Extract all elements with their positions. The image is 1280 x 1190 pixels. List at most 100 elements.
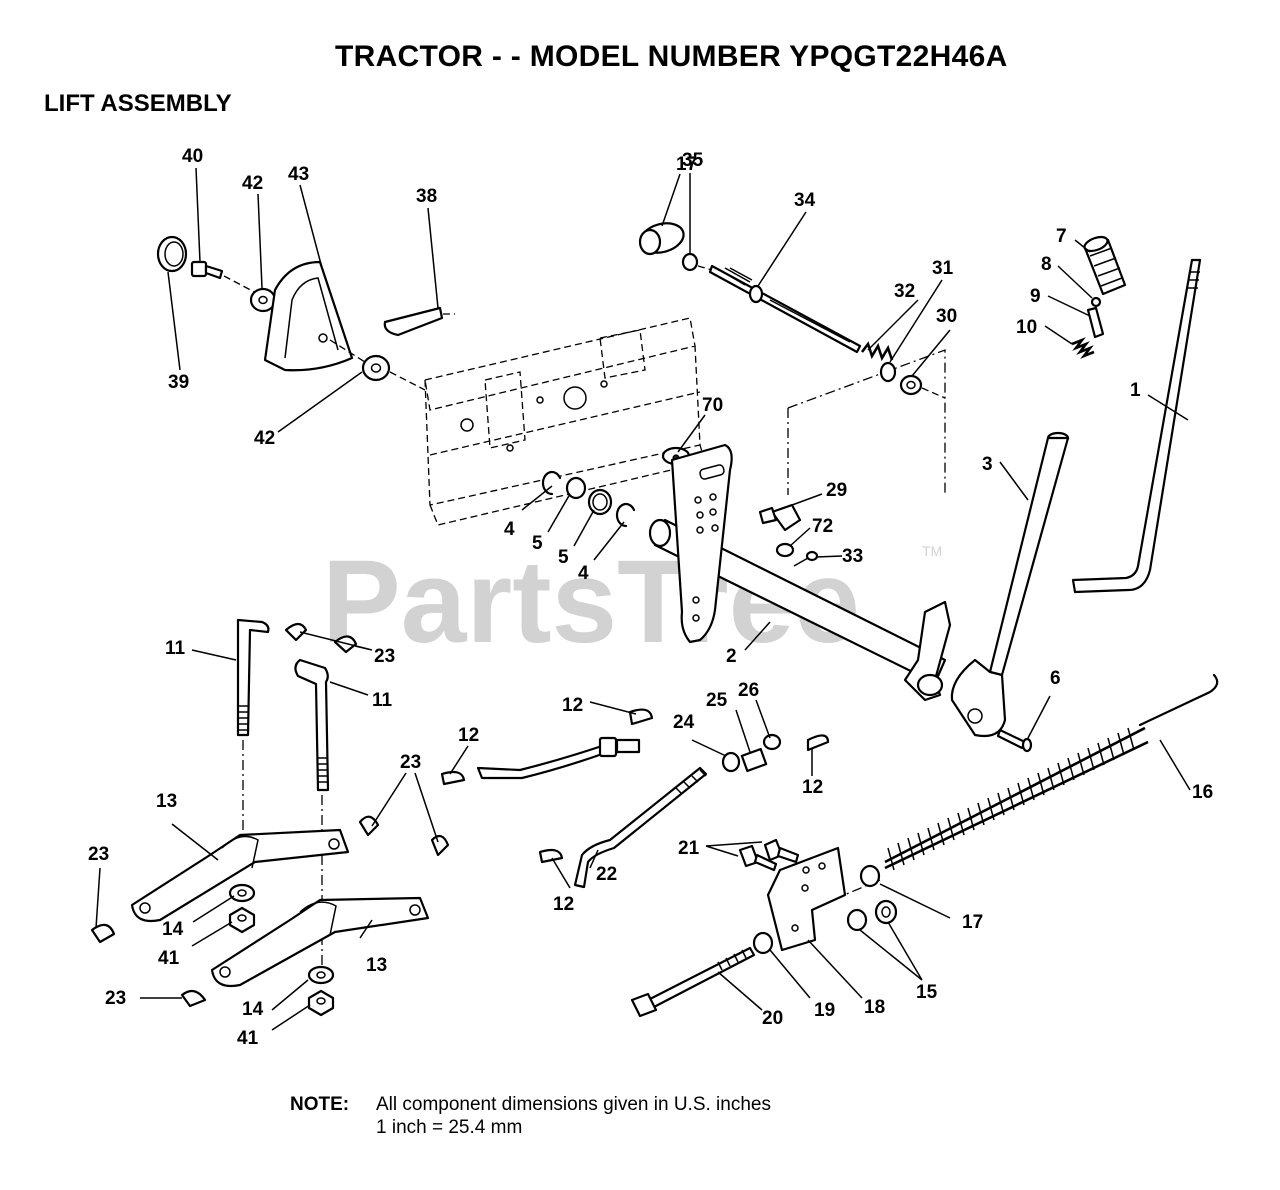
callout-34: 34 — [794, 190, 816, 211]
dimension-note: NOTE:All component dimensions given in U… — [290, 1093, 771, 1139]
part-13-lift-link-lower — [210, 896, 430, 988]
callout-12-top: 12 — [562, 695, 583, 716]
part-11-pin-left — [236, 618, 270, 737]
callout-23-top: 23 — [374, 646, 395, 667]
callout-31: 31 — [932, 258, 954, 279]
part-15-nuts — [846, 899, 898, 932]
callout-40: 40 — [182, 146, 203, 167]
callout-29: 29 — [826, 480, 847, 501]
part-12-clip-d — [538, 848, 564, 864]
part-26-nut — [762, 733, 782, 751]
callout-15: 15 — [916, 982, 938, 1003]
callout-5-left: 5 — [532, 533, 543, 554]
part-4-retaining-ring-right — [615, 502, 636, 528]
callout-3: 3 — [982, 454, 993, 475]
callout-13-lower: 13 — [366, 955, 387, 976]
part-17-washer-lower — [859, 864, 881, 888]
callout-33: 33 — [842, 546, 863, 567]
callout-13-upper: 13 — [156, 791, 177, 812]
part-14-washer-upper — [228, 883, 256, 903]
note-line-2: 1 inch = 25.4 mm — [376, 1117, 523, 1138]
part-23-clip-mid-a — [358, 815, 380, 837]
part-8-ball — [1090, 296, 1102, 308]
callout-25: 25 — [706, 690, 728, 711]
callout-17-upper: 17 — [676, 154, 697, 175]
callout-72: 72 — [812, 516, 833, 537]
callout-12-bottom: 12 — [553, 894, 574, 915]
note-line-1: All component dimensions given in U.S. i… — [376, 1094, 771, 1115]
part-14-washer-lower — [307, 965, 335, 985]
part-2-lift-shaft — [648, 443, 952, 702]
callout-9: 9 — [1030, 286, 1041, 307]
part-18-bracket — [766, 846, 847, 952]
callout-41-lower: 41 — [237, 1028, 259, 1049]
part-32-spring — [860, 341, 894, 362]
callout-35: 35 — [682, 150, 704, 171]
callout-23-mid: 23 — [400, 752, 421, 773]
tractor-frame — [424, 317, 706, 526]
part-12-clip-b — [806, 734, 830, 752]
part-39-collar — [156, 235, 188, 273]
callout-12-right: 12 — [802, 777, 823, 798]
part-3-lift-handle — [950, 431, 1070, 738]
callout-30: 30 — [936, 306, 957, 327]
part-30-nut — [899, 374, 946, 399]
part-6-pivot-bolt — [996, 728, 1033, 753]
part-12-clip-c — [440, 770, 466, 786]
part-4-retaining-ring-left — [541, 470, 562, 496]
callout-11-left: 11 — [165, 638, 186, 659]
part-9-pin — [1086, 306, 1105, 339]
part-16-lift-spring — [884, 673, 1219, 871]
part-23-clip-bottom — [180, 989, 207, 1008]
callout-26: 26 — [738, 680, 759, 701]
leader-lines — [95, 167, 1191, 1031]
callout-11-right: 11 — [372, 690, 393, 711]
part-22-linkage-rods — [476, 736, 708, 889]
part-24-washer — [721, 751, 741, 773]
part-19-washer — [752, 931, 774, 955]
part-41-nut-upper — [228, 906, 256, 934]
callout-2: 2 — [726, 646, 737, 667]
callout-17-lower: 17 — [962, 912, 983, 933]
part-42-washer-lower — [361, 354, 426, 391]
part-11-pin-right — [294, 658, 330, 792]
callout-43: 43 — [288, 164, 309, 185]
part-29-adjust-block — [758, 503, 802, 532]
callout-5-right: 5 — [558, 547, 569, 568]
callout-labels: 1 2 3 4 4 5 5 6 7 8 9 10 11 11 12 12 12 … — [88, 146, 1213, 1049]
part-17-washer-upper — [681, 252, 699, 272]
part-7-grip — [1083, 235, 1127, 296]
callout-7: 7 — [1056, 226, 1067, 247]
part-5-bushing-left — [565, 476, 587, 500]
callout-23-bottom: 23 — [105, 988, 126, 1009]
part-20-bolt — [630, 946, 756, 1018]
callout-4-left: 4 — [504, 519, 515, 540]
part-1-lift-rod — [1071, 258, 1202, 594]
callout-42-lower: 42 — [254, 428, 275, 449]
part-35-knob — [638, 222, 685, 256]
part-31-washer — [879, 361, 897, 383]
page-title: TRACTOR - - MODEL NUMBER YPQGT22H46A — [335, 40, 1008, 73]
callout-23-left: 23 — [88, 844, 109, 865]
callout-22: 22 — [596, 864, 617, 885]
part-23-clip-top-a — [284, 622, 308, 642]
callout-70: 70 — [702, 395, 723, 416]
callout-39: 39 — [168, 372, 189, 393]
callout-10: 10 — [1016, 317, 1037, 338]
callout-14-upper: 14 — [162, 919, 184, 940]
part-43-cam-plate — [263, 260, 366, 372]
callout-14-lower: 14 — [242, 999, 264, 1020]
part-13-lift-link-upper — [130, 828, 350, 923]
callout-1: 1 — [1130, 380, 1141, 401]
callout-19: 19 — [814, 1000, 835, 1021]
part-40-bolt — [190, 260, 263, 297]
callout-41-upper: 41 — [158, 948, 180, 969]
part-23-clip-top-b — [333, 635, 358, 654]
callout-24: 24 — [673, 712, 695, 733]
watermark-trademark: TM — [922, 543, 942, 559]
callout-8: 8 — [1041, 254, 1052, 275]
callout-38: 38 — [416, 186, 437, 207]
guide-line-upper — [787, 349, 946, 495]
